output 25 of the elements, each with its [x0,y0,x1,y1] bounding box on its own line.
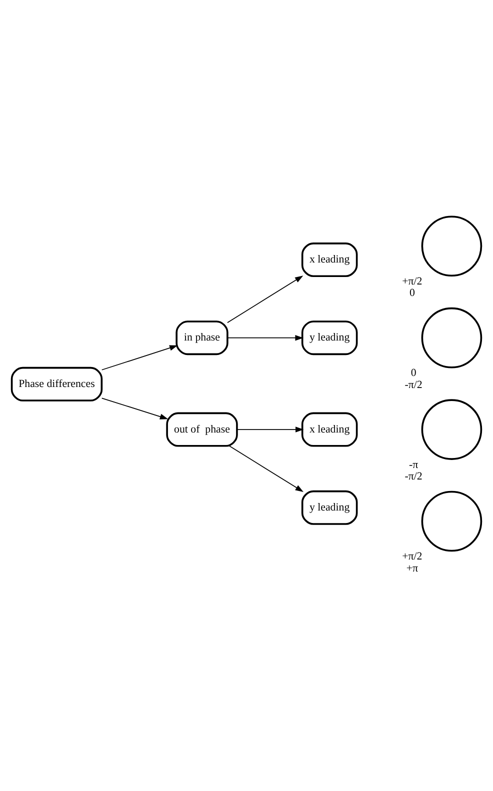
node-box: x leading [301,242,358,278]
node-label: 0 [409,287,415,300]
node-box: x leading [301,412,358,447]
node-box: Phase differences [10,366,103,402]
node-label: +π/2 [402,275,422,288]
arrow [228,445,304,492]
arrow [227,334,304,341]
node-circle [421,399,482,460]
node-box: in phase [176,320,228,356]
arrow [101,398,168,420]
node-circle [421,490,482,552]
node-label: 0 [410,367,416,380]
node-box: y leading [301,320,358,356]
node-label: +π [406,562,418,574]
node-box: out of phase [166,412,238,447]
arrow [227,276,304,324]
node-circle [421,307,482,368]
arrow [101,345,178,370]
node-label: -π/2 [404,470,422,483]
arrow [236,426,304,432]
node-circle [421,216,482,277]
node-label: +π/2 [402,550,422,562]
node-label: -π/2 [404,378,422,391]
node-label: -π [409,458,418,471]
node-box: y leading [301,490,358,525]
